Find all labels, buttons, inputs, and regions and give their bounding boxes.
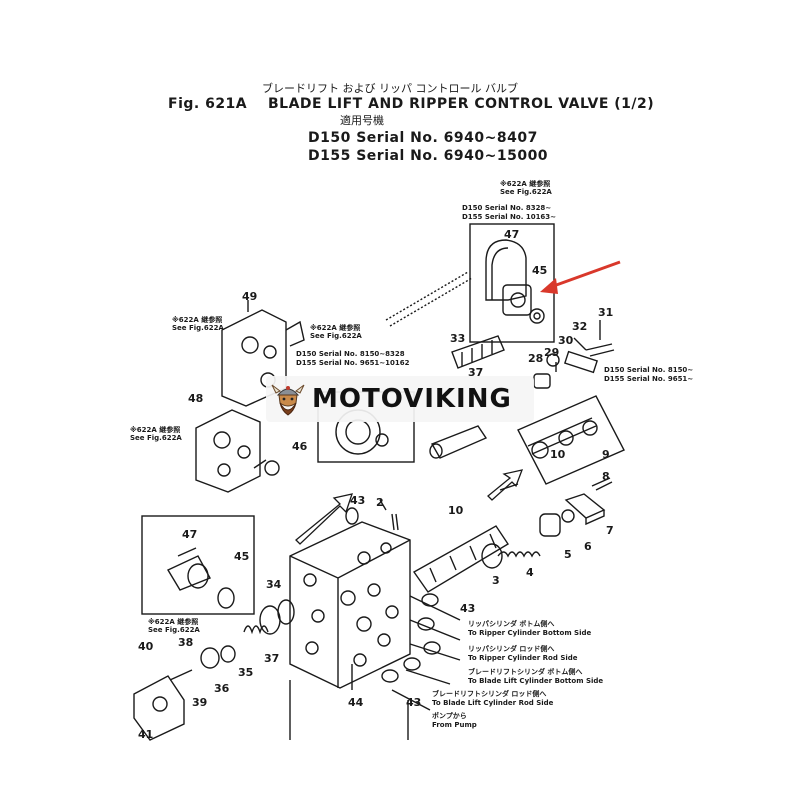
part-number-5: 5 [564, 548, 572, 561]
part-number-3: 3 [492, 574, 500, 587]
port-label-1-jp: リッパシリンダ ボトム側へ [468, 620, 555, 628]
part-number-37: 37 [264, 652, 280, 665]
part-number-44: 44 [348, 696, 364, 709]
mid-ref-serial1: D150 Serial No. 8150~8328 [296, 350, 405, 358]
mid-ref-jp: ※622A 継参照 [310, 324, 361, 332]
valve-cover-48 [195, 409, 261, 493]
top-ref-serial2: D155 Serial No. 10163~ [462, 213, 557, 221]
part-number-43-c: 43 [406, 696, 422, 709]
box47-ref-see: See Fig.622A [148, 626, 200, 634]
serial-d150: D150 Serial No. 6940~8407 [308, 130, 538, 146]
part-number-6: 6 [584, 540, 592, 553]
part-number-33: 33 [450, 332, 466, 345]
part-number-10-right: 10 [550, 448, 566, 461]
port-label-2-jp: リッパシリンダ ロッド側へ [468, 645, 555, 653]
part-number-4: 4 [526, 566, 534, 579]
left48-ref-see: See Fig.622A [130, 434, 182, 442]
part-number-43-a: 43 [350, 494, 366, 507]
part-number-9: 9 [602, 448, 610, 461]
top-ref-jp: ※622A 継参照 [500, 180, 551, 188]
part-number-35: 35 [238, 666, 254, 679]
port-label-5-en: From Pump [432, 721, 477, 729]
port-label-3-jp: ブレードリフトシリンダ ボトム側へ [468, 668, 583, 676]
viking-logo-icon [271, 384, 305, 416]
part-number-10-mid: 10 [448, 504, 464, 517]
part-number-28: 28 [528, 352, 544, 365]
cap-40 [133, 675, 185, 741]
part-number-8: 8 [602, 470, 610, 483]
part-number-38: 38 [178, 636, 194, 649]
part-number-47-top: 47 [504, 228, 520, 241]
part-number-31: 31 [598, 306, 614, 319]
main-valve-body [289, 521, 411, 689]
port-label-4-jp: ブレードリフトシリンダ ロッド側へ [432, 690, 547, 698]
mid-ref-see: See Fig.622A [310, 332, 362, 340]
part-number-37-top: 37 [468, 366, 484, 379]
watermark-brand-text: MOTOVIKING [312, 384, 512, 414]
part-number-32: 32 [572, 320, 588, 333]
mid-ref-serial2: D155 Serial No. 9651~10162 [296, 359, 410, 367]
part-number-45-top: 45 [532, 264, 548, 277]
part-number-46: 46 [292, 440, 308, 453]
part-number-29: 29 [544, 346, 560, 359]
port-label-5-jp: ポンプから [432, 712, 467, 720]
part-number-41: 41 [138, 728, 154, 741]
right-ref-serial1: D150 Serial No. 8150~ [604, 366, 694, 374]
port-label-2-en: To Ripper Cylinder Rod Side [468, 654, 578, 662]
part-number-47-box: 47 [182, 528, 198, 541]
top-ref-serial1: D150 Serial No. 8328~ [462, 204, 552, 212]
port-label-4-en: To Blade Lift Cylinder Rod Side [432, 699, 554, 707]
watermark-banner: MOTOVIKING [266, 376, 534, 422]
part-number-43-b: 43 [460, 602, 476, 615]
red-pointer-arrow [547, 260, 621, 290]
applies-label: 適用号機 [340, 114, 384, 127]
part-number-2: 2 [376, 496, 384, 509]
part-number-30: 30 [558, 334, 574, 347]
elbow-fitting-47 [485, 239, 527, 301]
left49-ref-jp: ※622A 継参照 [172, 316, 223, 324]
part-number-34: 34 [266, 578, 282, 591]
header-japanese-title: ブレードリフト および リッパ コントロール バルブ [262, 82, 518, 95]
part-number-36: 36 [214, 682, 230, 695]
box47-ref-jp: ※622A 継参照 [148, 618, 199, 626]
port-label-1-en: To Ripper Cylinder Bottom Side [468, 629, 592, 637]
left49-ref-see: See Fig.622A [172, 324, 224, 332]
part-number-45-box: 45 [234, 550, 250, 563]
part-number-48: 48 [188, 392, 204, 405]
port-label-3-en: To Blade Lift Cylinder Bottom Side [468, 677, 604, 685]
part-number-7: 7 [606, 524, 614, 537]
page-title: BLADE LIFT AND RIPPER CONTROL VALVE (1/2… [268, 96, 655, 112]
left48-ref-jp: ※622A 継参照 [130, 426, 181, 434]
part-number-49: 49 [242, 290, 258, 303]
part-number-40: 40 [138, 640, 154, 653]
figure-number: Fig. 621A [168, 96, 248, 112]
right-ref-serial2: D155 Serial No. 9651~ [604, 375, 694, 383]
top-ref-see: See Fig.622A [500, 188, 552, 196]
hose-pattern [385, 271, 473, 327]
serial-d155: D155 Serial No. 6940~15000 [308, 148, 549, 164]
part-number-39: 39 [192, 696, 208, 709]
box-47 [141, 515, 255, 615]
